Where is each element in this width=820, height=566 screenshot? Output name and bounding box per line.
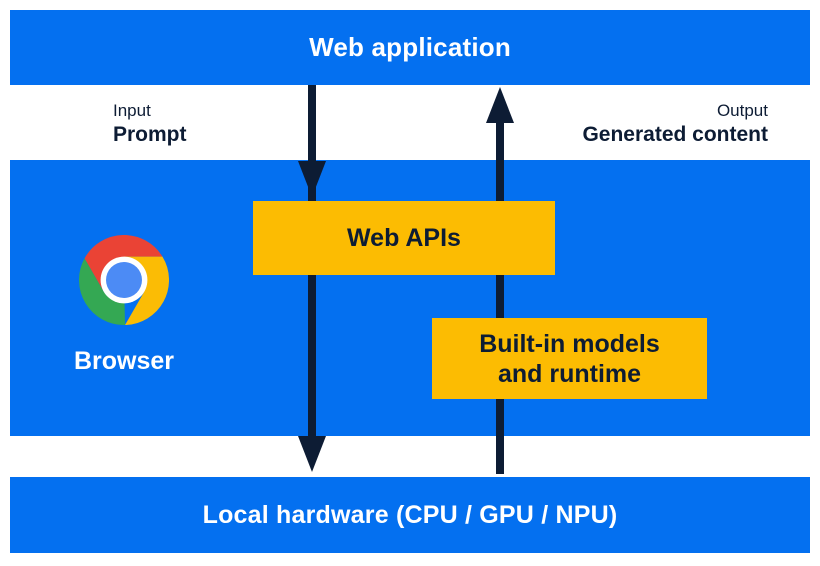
local-hardware-label: Local hardware (CPU / GPU / NPU) — [202, 500, 618, 529]
builtin-models-line1: Built-in models — [479, 329, 660, 358]
web-apis-box: Web APIs — [253, 201, 555, 275]
web-application-bar: Web application — [10, 10, 810, 85]
input-label-group: Input Prompt — [113, 100, 187, 147]
web-application-label: Web application — [309, 32, 511, 62]
output-label-group: Output Generated content — [582, 100, 768, 147]
browser-label: Browser — [73, 347, 175, 375]
web-apis-label: Web APIs — [347, 223, 461, 252]
builtin-models-box: Built-in models and runtime — [432, 318, 707, 399]
browser-group: Browser — [64, 235, 184, 376]
input-value: Prompt — [113, 123, 187, 146]
output-caption: Output — [716, 101, 768, 120]
input-caption: Input — [113, 101, 151, 120]
local-hardware-bar: Local hardware (CPU / GPU / NPU) — [10, 477, 810, 553]
chrome-logo-icon — [79, 235, 169, 325]
builtin-models-line2: and runtime — [497, 359, 642, 388]
output-value: Generated content — [582, 123, 768, 146]
